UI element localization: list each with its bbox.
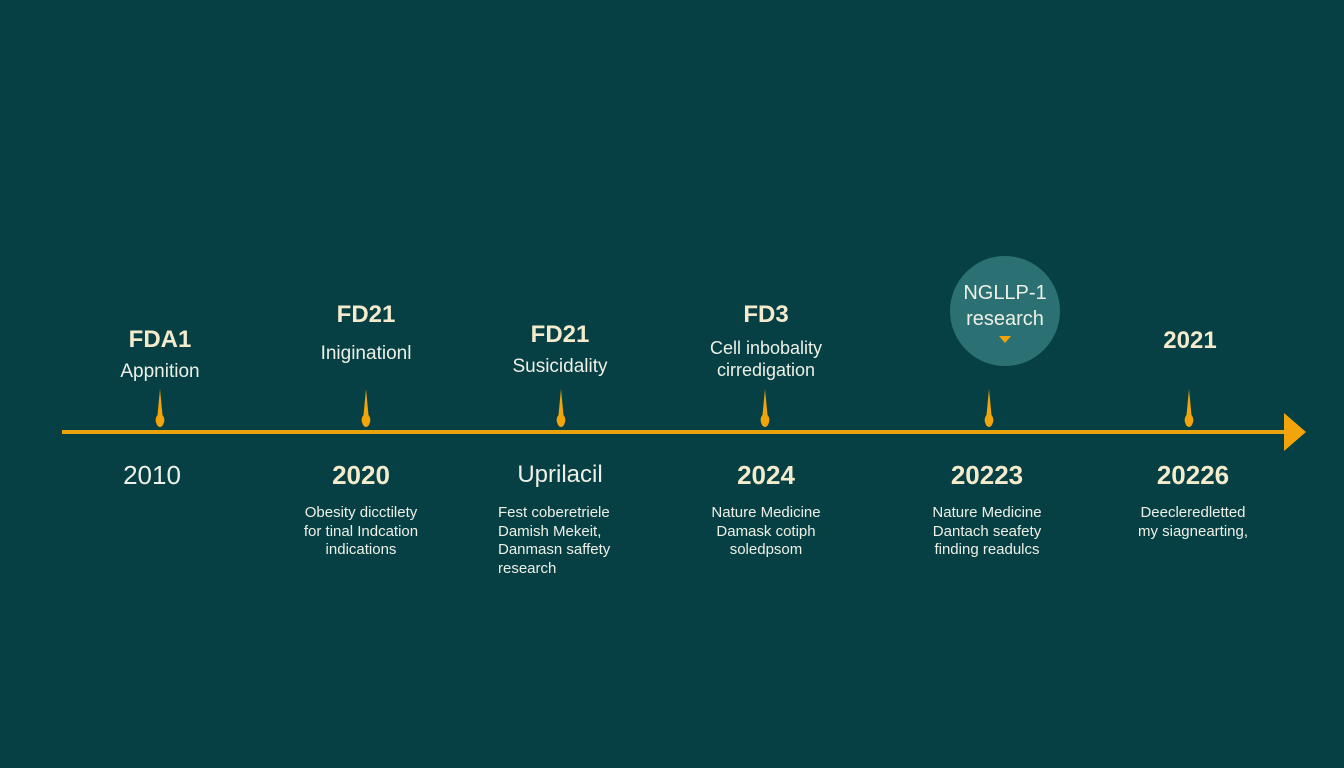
event-bottom-label: 2010 <box>32 460 272 490</box>
event-bottom-label: 2024 Nature Medicine Damask cotiph soled… <box>646 460 886 560</box>
event-year: 2020 <box>332 460 390 490</box>
event-bottom-label: 2020 Obesity dicctilety for tinal Indcat… <box>241 460 481 560</box>
research-bubble: NGLLP-1 research <box>950 256 1060 366</box>
event-bottom-label: 20226 Deecleredletted my siagnearting, <box>1073 460 1313 541</box>
event-year: 20223 <box>950 460 1024 490</box>
event-subtitle-line: cirredigation <box>716 360 816 380</box>
event-subtitle: Appnition <box>120 361 200 382</box>
event-top-label: FD21 Iniginationl <box>256 301 476 365</box>
event-top-label: FD21 Susicidality <box>450 321 670 378</box>
description-line: indications <box>325 541 397 558</box>
description-line: Damish Mekeit, <box>498 522 602 540</box>
event-year: Uprilacil <box>517 461 603 488</box>
event-top-label: FD3 Cell inbobality cirredigation <box>656 301 876 381</box>
event-subtitle: Susicidality <box>512 356 608 377</box>
event-bottom-label: Uprilacil Fest coberetriele Damish Mekei… <box>440 460 680 578</box>
description-line: Obesity dicctilety <box>304 504 418 521</box>
event-subtitle-line: Cell inbobality <box>709 338 823 358</box>
description-line: Nature Medicine <box>932 504 1042 521</box>
description-line: my siagnearting, <box>1137 522 1249 540</box>
description-line: Fest coberetriele <box>498 504 610 521</box>
bubble-line: NGLLP-1 <box>963 282 1047 304</box>
event-top-label: 2021 <box>1080 327 1300 355</box>
pin-marker-icon <box>758 389 772 429</box>
pin-marker-icon <box>359 389 373 429</box>
event-description: Fest coberetriele Damish Mekeit, Danmasn… <box>440 504 680 578</box>
timeline-axis <box>62 430 1288 434</box>
event-year: 2010 <box>123 460 181 490</box>
pin-marker-icon <box>153 389 167 429</box>
event-title: FD3 <box>743 301 789 328</box>
event-subtitle: Iniginationl <box>320 343 412 364</box>
event-year: 20226 <box>1156 460 1230 490</box>
description-line: Deecleredletted <box>1140 504 1246 521</box>
description-line: finding readulcs <box>934 541 1040 558</box>
pin-marker-icon <box>554 389 568 429</box>
arrow-right-icon <box>1284 413 1306 451</box>
caret-down-icon <box>999 336 1011 343</box>
event-title: 2021 <box>1163 327 1217 354</box>
bubble-line: research <box>966 308 1044 330</box>
event-title: FDA1 <box>128 326 192 353</box>
event-title: FD21 <box>336 301 396 328</box>
description-line: research <box>498 559 557 577</box>
event-title: FD21 <box>530 321 590 348</box>
description-line: Damask cotiph <box>716 522 816 540</box>
pin-marker-icon <box>982 389 996 429</box>
description-line: Danmasn saffety <box>498 541 611 558</box>
event-description: Nature Medicine Damask cotiph soledpsom <box>646 504 886 560</box>
event-top-label: FDA1 Appnition <box>50 326 270 383</box>
pin-marker-icon <box>1182 389 1196 429</box>
event-description: Obesity dicctilety for tinal Indcation i… <box>241 504 481 560</box>
event-year: 2024 <box>737 460 795 490</box>
event-description: Nature Medicine Dantach seafety finding … <box>867 504 1107 560</box>
description-line: Dantach seafety <box>932 522 1042 540</box>
event-bottom-label: 20223 Nature Medicine Dantach seafety fi… <box>867 460 1107 560</box>
description-line: Nature Medicine <box>711 504 821 521</box>
event-description: Deecleredletted my siagnearting, <box>1073 504 1313 541</box>
description-line: soledpsom <box>729 541 803 558</box>
description-line: for tinal Indcation <box>303 522 419 540</box>
